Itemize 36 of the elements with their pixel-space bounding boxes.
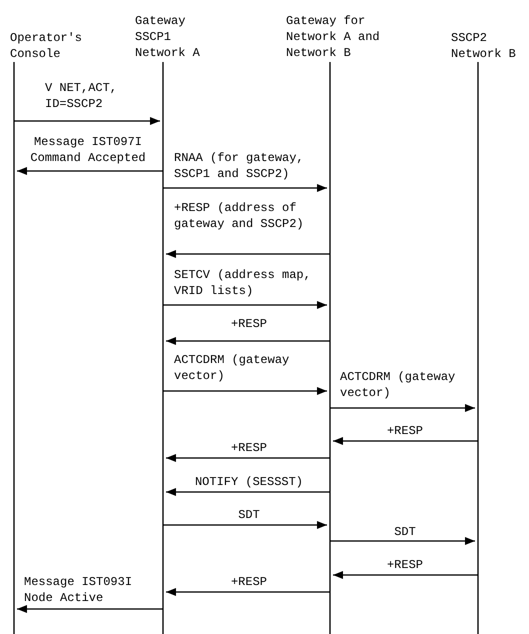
message-label: NOTIFY (SESSST) [194,474,304,490]
message-label: ACTCDRM (gateway vector) [340,369,456,401]
message-label: +RESP [230,440,268,456]
message-arrow [14,117,160,125]
participant-heading: Gateway for Network A and Network B [286,13,381,61]
message-arrow [166,337,330,345]
message-arrow [163,521,327,529]
participant-heading: SSCP2 Network B [451,30,517,62]
message-arrow [163,184,327,192]
message-label: +RESP [230,574,268,590]
message-label: Message IST093I Node Active [24,574,134,606]
message-label: RNAA (for gateway, SSCP1 and SSCP2) [174,150,305,182]
message-label: Message IST097I Command Accepted [29,134,147,166]
message-label: +RESP [230,316,268,332]
message-arrow [166,454,330,462]
message-arrow [17,167,163,175]
participant-heading: Gateway SSCP1 Network A [135,13,201,61]
message-arrow [17,605,163,613]
message-label: SDT [237,507,261,523]
message-label: +RESP (address of gateway and SSCP2) [174,200,305,232]
message-label: SETCV (address map, VRID lists) [174,267,312,299]
message-arrow [163,387,327,395]
message-arrow [330,537,475,545]
participant-heading: Operator's Console [10,30,84,62]
message-arrow [166,588,330,596]
message-arrow [163,301,327,309]
message-label: ACTCDRM (gateway vector) [174,352,290,384]
message-arrow [333,571,478,579]
message-arrow [166,250,330,258]
message-label: +RESP [386,423,424,439]
message-arrow [330,404,475,412]
message-label: +RESP [386,557,424,573]
message-arrow [333,437,478,445]
message-label: SDT [393,524,417,540]
message-label: V NET,ACT, ID=SSCP2 [45,80,118,112]
message-arrow [166,488,330,496]
